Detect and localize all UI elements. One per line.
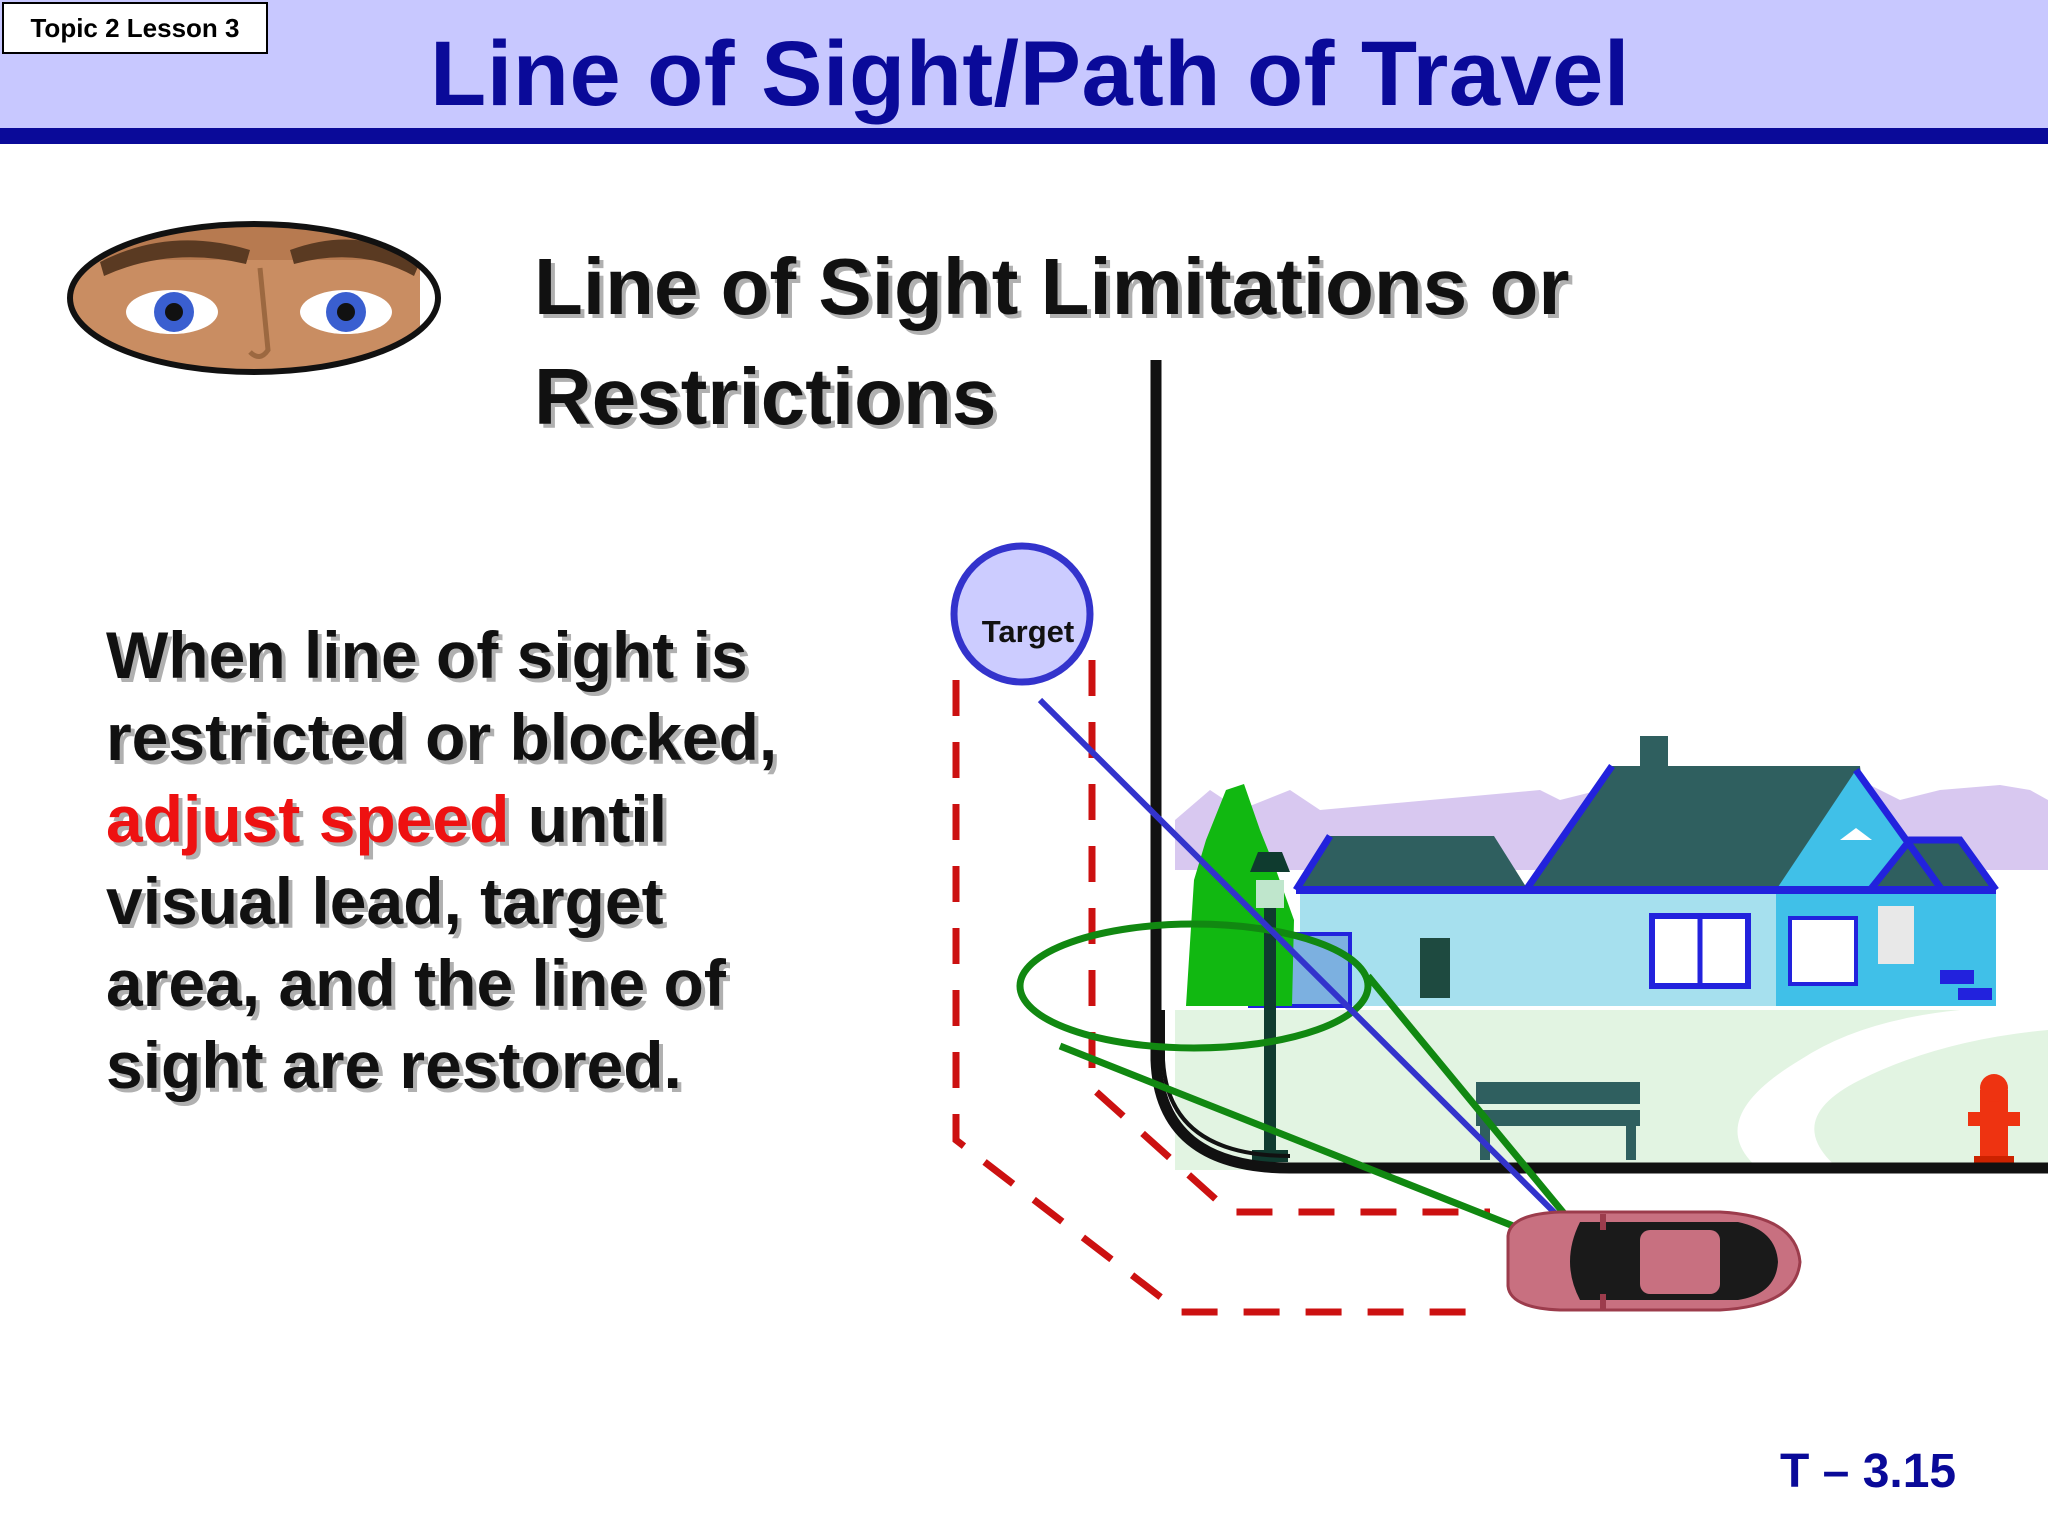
curb xyxy=(1150,360,2048,1174)
house-image xyxy=(1248,736,1999,1008)
body-text: When line of sight is restricted or bloc… xyxy=(106,614,826,1106)
header-rule xyxy=(0,128,2048,144)
walkway xyxy=(1737,1010,2048,1170)
subtitle: Line of Sight Limitations or Restriction… xyxy=(534,232,1570,452)
body-text-part-2: until visual lead, target area, and the … xyxy=(106,782,726,1102)
fire-hydrant-image xyxy=(1968,1074,2020,1164)
car-image xyxy=(1506,1210,1802,1312)
slide-number: T – 3.15 xyxy=(1780,1445,1957,1498)
path-of-travel xyxy=(952,660,1490,1316)
sight-line xyxy=(1037,697,1607,1265)
target-circle xyxy=(950,542,1094,686)
eyes-image xyxy=(67,221,441,375)
page-title: Line of Sight/Path of Travel xyxy=(430,23,1630,125)
header-bar xyxy=(0,0,2048,128)
lamp-post-image xyxy=(1250,852,1290,1162)
subtitle-line-2: Restrictions xyxy=(534,352,997,441)
subtitle-line-1: Line of Sight Limitations or xyxy=(534,242,1570,331)
body-text-accent: adjust speed xyxy=(106,782,510,856)
target-label: Target xyxy=(982,614,1074,649)
topic-badge: Topic 2 Lesson 3 xyxy=(2,2,268,54)
body-text-part-1: When line of sight is restricted or bloc… xyxy=(106,618,778,774)
